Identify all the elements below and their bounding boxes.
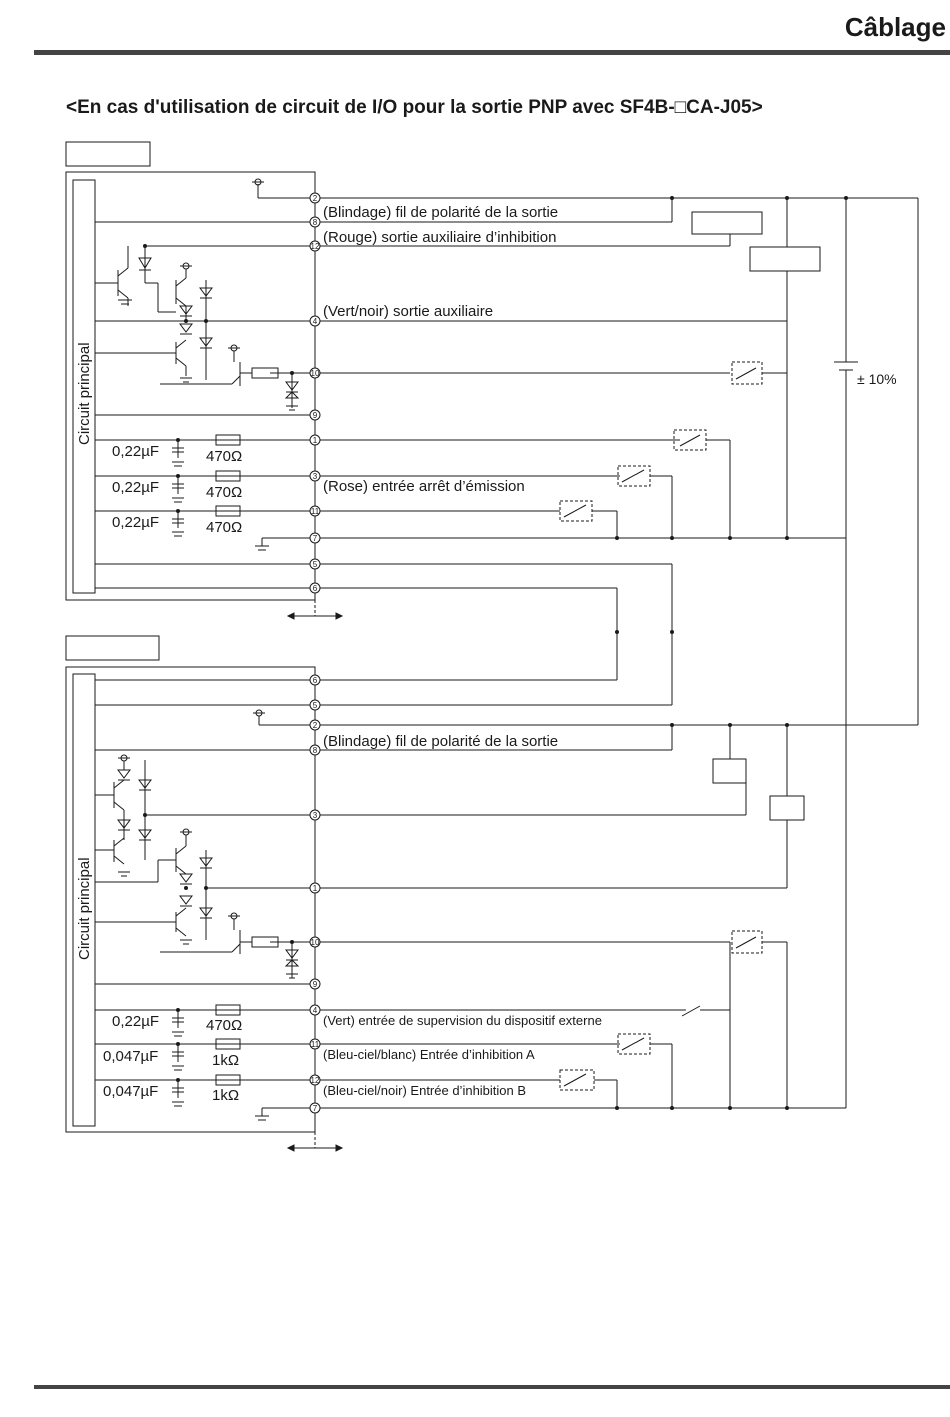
unit-1-res-2: 470Ω (206, 484, 242, 501)
unit-2-wire-label: (Bleu-ciel/blanc) Entrée d’inhibition A (323, 1047, 535, 1062)
unit-2-pin: 1 (313, 884, 318, 893)
unit-1-wire-label: (Rose) entrée arrêt d’émission (323, 478, 525, 495)
unit-1-pin: 3 (313, 472, 318, 481)
unit-1-main-circuit-label: Circuit principal (76, 342, 93, 445)
load-box (691, 211, 763, 235)
unit-1-wire-label: (Vert/noir) sortie auxiliaire (323, 303, 493, 320)
unit-1-cap-1: 0,22µF (112, 443, 159, 460)
unit-1-pin: 12 (311, 242, 320, 251)
unit-2-pin: 6 (313, 676, 318, 685)
unit-1-pin: 2 (313, 194, 318, 203)
unit-2-res-1: 470Ω (206, 1017, 242, 1034)
power-tolerance: ± 10% (857, 371, 897, 387)
unit-2-main-circuit-label: Circuit principal (76, 857, 93, 960)
unit-1-main-circuit-block (72, 179, 96, 594)
unit-1-pin: 9 (313, 411, 318, 420)
unit-2-cap-1: 0,22µF (112, 1013, 159, 1030)
unit-1-terminals: 2 8 12 4 10 9 1 3 11 7 5 6 (309, 192, 321, 594)
unit-1-pin: 11 (311, 507, 320, 516)
page-header-title: Câblage (844, 12, 946, 42)
unit-2-cap-2: 0,047µF (103, 1048, 158, 1065)
unit-2-pin: 3 (313, 811, 318, 820)
header-rule (34, 50, 950, 55)
unit-2-pin: 2 (313, 721, 318, 730)
unit-2-pin: 4 (313, 1006, 318, 1015)
unit-2-wire-label: (Bleu-ciel/noir) Entrée d’inhibition B (323, 1083, 526, 1098)
unit-2-res-3: 1kΩ (212, 1087, 239, 1104)
unit-1-output-transistors (95, 246, 315, 411)
unit-1-wire-label: (Blindage) fil de polarité de la sortie (323, 204, 558, 221)
unit-2-external-devices (559, 538, 847, 1108)
unit-1-res-1: 470Ω (206, 448, 242, 465)
unit-1-res-3: 470Ω (206, 519, 242, 536)
unit-2-terminals: 6 5 2 8 3 1 10 9 4 11 12 7 (309, 674, 321, 1114)
unit-2-main-circuit-block (72, 673, 96, 1127)
unit-2-pin: 10 (311, 938, 320, 947)
unit-1: Circuit principal (65, 141, 919, 725)
unit-2-wire-label: (Blindage) fil de polarité de la sortie (323, 733, 558, 750)
unit-2-pin: 9 (313, 980, 318, 989)
unit-1-pin: 7 (313, 534, 318, 543)
unit-2-pin: 11 (311, 1040, 320, 1049)
unit-1-pin: 8 (313, 218, 318, 227)
unit-1-cap-2: 0,22µF (112, 479, 159, 496)
unit-1-cap-3: 0,22µF (112, 514, 159, 531)
unit-1-pin: 1 (313, 436, 318, 445)
unit-1-label-box (65, 141, 151, 167)
unit-2-pin: 8 (313, 746, 318, 755)
unit-2-rc-inputs (172, 1004, 269, 1121)
unit-2-pin: 7 (313, 1104, 318, 1113)
footer-rule (34, 1385, 950, 1389)
unit-2-wire-label: (Vert) entrée de supervision du disposit… (323, 1013, 602, 1028)
unit-2-res-2: 1kΩ (212, 1052, 239, 1069)
unit-1-wire-label: (Rouge) sortie auxiliaire d’inhibition (323, 229, 556, 246)
unit-1-pin: 6 (313, 584, 318, 593)
section-title: <En cas d'utilisation de circuit de I/O … (66, 97, 763, 118)
unit-1-pin: 4 (313, 317, 318, 326)
unit-2-label-box (65, 635, 160, 661)
unit-1-rc-inputs (172, 434, 269, 551)
load-box (769, 795, 805, 821)
unit-2-output-transistors (95, 754, 315, 979)
unit-2-pin: 5 (313, 701, 318, 710)
unit-1-enclosure (65, 171, 316, 601)
unit-2-cap-3: 0,047µF (103, 1083, 158, 1100)
unit-1-pin: 10 (311, 369, 320, 378)
unit-2: Circuit principal (65, 538, 918, 1152)
unit-1-pin: 5 (313, 560, 318, 569)
load-box (712, 758, 747, 784)
unit-1-external-devices (559, 198, 919, 725)
unit-2-pin: 12 (311, 1076, 320, 1085)
load-box (749, 246, 821, 272)
